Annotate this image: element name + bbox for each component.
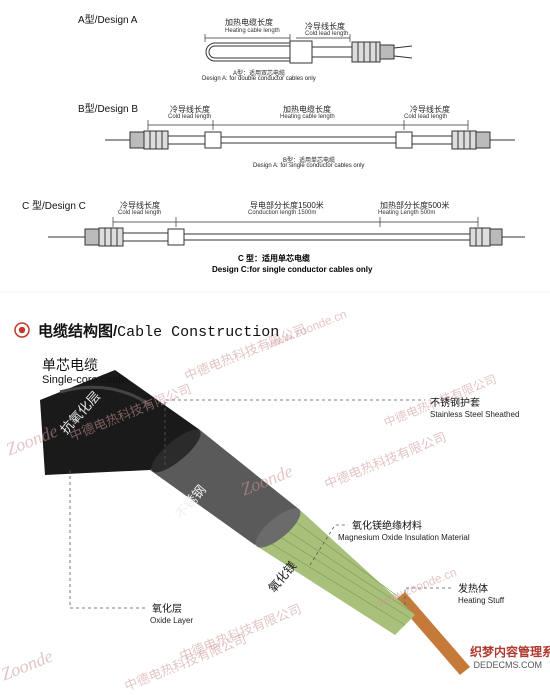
- section-title-cn: 电缆结构图/: [38, 323, 118, 340]
- design-c-cold-label-cn: 冷导线长度: [120, 201, 160, 210]
- section-title: 电缆结构图/Cable Construction: [38, 320, 279, 341]
- mgo-layer: [255, 510, 415, 635]
- design-a-title: A型/Design A: [78, 15, 138, 26]
- design-a-drawing: [204, 34, 413, 64]
- corner-watermark-en: DEDECMS.COM: [473, 660, 542, 670]
- copper-core: [395, 592, 470, 675]
- oxide-jacket-end: [151, 429, 201, 473]
- callout-heat-cn: 发热体: [458, 584, 488, 595]
- design-b-heating-label-cn: 加热电缆长度: [283, 105, 331, 114]
- corner-watermark: 织梦内容管理系统 DEDECMS.COM: [470, 643, 550, 670]
- callout-steel-cn: 不锈钢护套: [430, 398, 480, 409]
- design-b-cold-right-label-en: Cold lead length: [404, 114, 448, 120]
- oxide-jacket: [40, 370, 200, 475]
- design-b-drawing: [105, 120, 515, 150]
- single-core-label-cn: 单芯电缆: [42, 357, 98, 373]
- design-c-heating-label-en: Heating Length 500m: [378, 210, 436, 216]
- design-b-cold-left-label-cn: 冷导线长度: [170, 105, 210, 114]
- design-c-title: C 型/Design C: [22, 201, 86, 212]
- design-c-conduction-label-cn: 导电部分长度1500米: [250, 201, 324, 210]
- callout-oxide-cn: 氧化层: [152, 604, 182, 615]
- callout-steel-en: Stainless Steel Sheathed: [430, 410, 520, 419]
- target-bullet-icon: [14, 322, 30, 338]
- design-b-caption-cn: B型：适用单芯电缆: [283, 158, 336, 164]
- steel-sheath: [150, 430, 300, 545]
- design-c-drawing: [48, 217, 525, 247]
- design-a-caption-en: Design A: for double conductor cables on…: [202, 76, 316, 82]
- corner-watermark-cn: 织梦内容管理系统: [470, 645, 550, 659]
- callout-oxide-en: Oxide Layer: [150, 616, 194, 625]
- design-a-heating-label-en: Heating cable length: [225, 28, 280, 34]
- design-c-cold-label-en: Cold lead length: [118, 210, 162, 216]
- steel-sheath-end: [255, 508, 301, 548]
- design-c-caption-cn: C 型：适用单芯电缆: [238, 254, 310, 263]
- design-a-caption-cn: A型：适用双芯电缆: [233, 71, 286, 77]
- cable-construction-drawing: [40, 370, 470, 675]
- design-c-heating-label-cn: 加热部分长度500米: [380, 201, 450, 210]
- callout-lines: [69, 399, 452, 609]
- callout-heat-en: Heating Stuff: [458, 596, 505, 605]
- design-a-heating-label-cn: 加热电缆长度: [225, 18, 273, 27]
- callout-mgo-cn: 氧化镁绝缘材料: [352, 521, 422, 532]
- design-b-cold-left-label-en: Cold lead length: [168, 114, 212, 120]
- design-b-cold-right-label-cn: 冷导线长度: [410, 105, 450, 114]
- design-a-cold-label-en: Cold lead length: [305, 31, 349, 37]
- single-core-label-en: Single-core cable: [42, 374, 127, 386]
- design-c-conduction-label-en: Conduction length 1500m: [248, 210, 317, 216]
- callout-mgo-en: Magnesium Oxide Insulation Material: [338, 533, 470, 542]
- design-b-caption-en: Design A: for single conductor cables on…: [253, 163, 365, 169]
- section-title-en: Cable Construction: [117, 324, 280, 341]
- design-b-heating-label-en: Heating cable length: [280, 114, 335, 120]
- design-b-title: B型/Design B: [78, 104, 139, 115]
- design-c-caption-en: Design C:for single conductor cables onl…: [212, 265, 373, 274]
- design-a-cold-label-cn: 冷导线长度: [305, 22, 345, 31]
